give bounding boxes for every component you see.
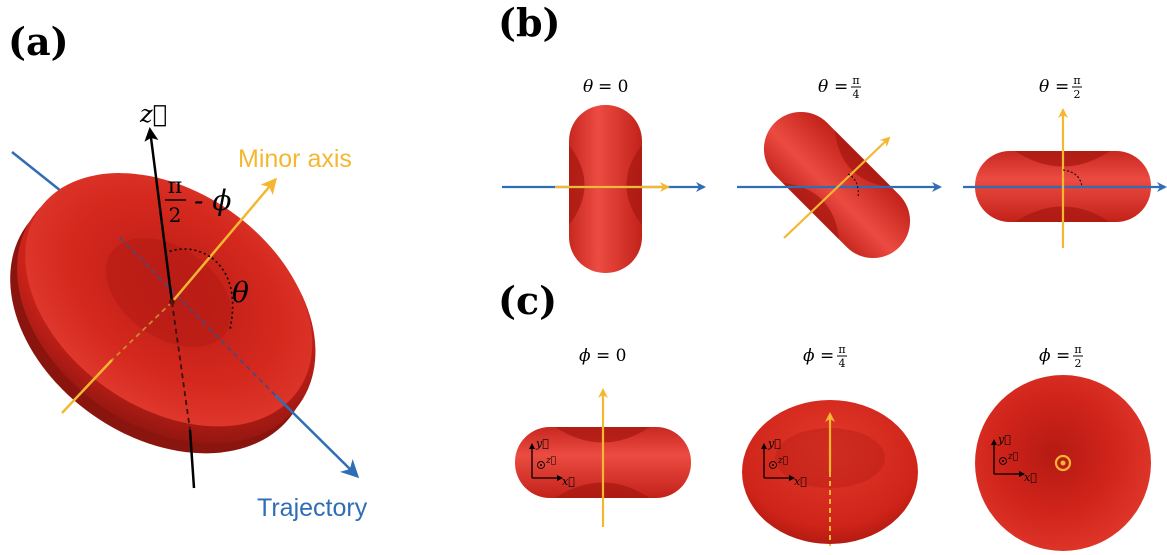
eq-rhs: = — [1056, 346, 1070, 366]
minor-axis-hidden — [111, 301, 173, 361]
panel-a: (a) z⃗ Minor axis Trajectory — [8, 19, 368, 522]
minor-axis-arrow-b1 — [783, 136, 891, 239]
x-axis-label: x⃗ — [562, 475, 575, 488]
panel-c-eq-1: ϕ = π 4 — [803, 343, 847, 370]
panel-c-eq-2: ϕ = π 2 — [1039, 343, 1083, 370]
z-axis-arrow — [144, 127, 174, 303]
y-axis-label: y⃗ — [535, 437, 549, 450]
eq-rhs: = — [834, 77, 848, 97]
coordinate-triad-c1: y⃗ x⃗ z⃗ — [761, 437, 807, 488]
eq-lhs: ϕ — [803, 346, 815, 366]
x-axis-label: x⃗ — [794, 475, 807, 488]
z-axis-label: z⃗ — [545, 456, 556, 466]
coordinate-triad-c0: y⃗ x⃗ z⃗ — [529, 437, 575, 488]
disc-center-dot — [169, 299, 175, 305]
panel-c-eq-0: ϕ = 0 — [579, 346, 626, 366]
eq-rhs: = 0 — [596, 346, 626, 366]
frac-num: π — [1073, 74, 1080, 87]
panel-c: (c) ϕ = 0 ϕ = π 4 ϕ = π 2 — [498, 278, 1151, 551]
panel-b-eq-2: θ = π 2 — [1039, 74, 1082, 101]
angle-label-half-pi-minus-phi: π 2 - ϕ — [165, 174, 231, 227]
eq-lhs: θ — [818, 77, 828, 97]
z-axis-label: z⃗ — [777, 456, 788, 466]
angle-arc-b1 — [847, 173, 859, 199]
minor-axis-label: Minor axis — [238, 145, 352, 173]
eq-rhs: = — [820, 346, 834, 366]
frac-num: π — [852, 74, 859, 87]
panel-b: (b) θ = 0 θ = π 4 θ = π 2 — [498, 0, 1167, 273]
panel-a-label: (a) — [8, 19, 69, 64]
frac-den: 4 — [839, 357, 846, 370]
theta-label: θ — [232, 276, 249, 309]
eq-lhs: ϕ — [1039, 346, 1051, 366]
minus-phi: - ϕ — [194, 184, 231, 217]
angle-arc-z-minor — [164, 248, 213, 259]
z-axis-tail — [188, 429, 196, 489]
frac-den: 2 — [169, 203, 182, 227]
eq-rhs: = — [1055, 77, 1069, 97]
trajectory-arrow — [274, 394, 360, 479]
frac-num: π — [168, 174, 182, 199]
eq-lhs: θ — [1039, 77, 1049, 97]
frac-den: 2 — [1074, 88, 1081, 101]
minor-axis-tail — [61, 359, 113, 414]
z-axis-label: z⃗ — [1007, 452, 1018, 462]
z-axis-hidden — [171, 301, 191, 431]
frac-den: 2 — [1075, 357, 1082, 370]
frac-num: π — [1074, 343, 1081, 356]
angle-arc-b2 — [1062, 169, 1083, 188]
minor-axis-out-of-plane-icon — [1054, 454, 1072, 472]
panel-c-label: (c) — [498, 278, 557, 323]
eq-lhs: ϕ — [579, 346, 591, 366]
rbc-view-phi-pi2 — [975, 375, 1151, 551]
rbc-side-view-theta-pi4 — [763, 111, 911, 259]
panel-b-eq-0: θ = 0 — [583, 77, 628, 97]
eq-lhs: θ — [583, 77, 593, 97]
trajectory-line-hidden — [119, 237, 276, 396]
rbc-side-view-theta-0 — [569, 105, 642, 273]
eq-rhs: = 0 — [598, 77, 628, 97]
rbc-3d-disc — [10, 173, 316, 454]
y-axis-label: y⃗ — [997, 433, 1011, 446]
angle-arc-theta — [211, 257, 234, 331]
frac-den: 4 — [853, 88, 860, 101]
panel-b-eq-1: θ = π 4 — [818, 74, 861, 101]
trajectory-label: Trajectory — [257, 494, 368, 522]
x-axis-label: x⃗ — [1024, 471, 1037, 484]
frac-num: π — [838, 343, 845, 356]
z-axis-label: z⃗ — [139, 100, 167, 128]
panel-b-label: (b) — [498, 0, 561, 45]
y-axis-label: y⃗ — [767, 437, 781, 450]
minor-axis-arrow — [171, 177, 277, 303]
coordinate-triad-c2: y⃗ x⃗ z⃗ — [991, 433, 1037, 484]
